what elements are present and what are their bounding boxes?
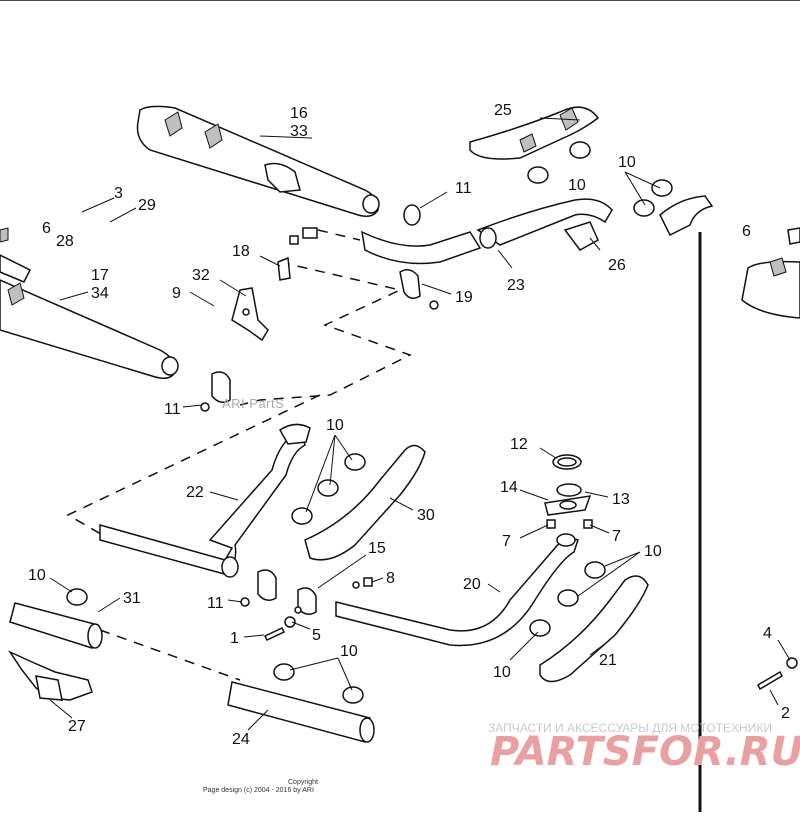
callout-9: 9	[172, 285, 181, 302]
callout-10: 10	[644, 543, 662, 560]
callout-10: 10	[326, 417, 344, 434]
copyright-text: Copyright	[288, 779, 318, 786]
callout-29: 29	[138, 197, 156, 214]
assembly-dash-lower	[99, 629, 241, 681]
bracket-32	[231, 287, 269, 342]
heat-shield-30	[304, 444, 426, 561]
heat-shield-21	[539, 575, 649, 683]
assembly-dash-middle	[66, 394, 321, 546]
ari-watermark: ARI PartS	[222, 396, 284, 411]
flange-14	[544, 495, 592, 516]
page-design-text: Page design (c) 2004 - 2016 by ARI	[203, 787, 314, 794]
callout-18: 18	[232, 243, 250, 260]
leader-lines	[49, 117, 791, 731]
nuts-top	[289, 227, 318, 245]
gasket-13	[556, 483, 582, 497]
clamp-15	[294, 587, 317, 615]
muffler-upper	[136, 105, 380, 217]
callout-13: 13	[612, 491, 630, 508]
callout-16: 16	[290, 105, 308, 122]
callout-10: 10	[493, 664, 511, 681]
assembly-dash-upper	[239, 261, 412, 406]
assembly-dash-top	[317, 229, 361, 241]
bracket-18	[277, 256, 291, 281]
callout-6: 6	[42, 220, 51, 237]
shop-tagline-watermark: ЗАПЧАСТИ И АКСЕССУАРЫ ДЛЯ МОТОТЕХНИКИ	[488, 721, 772, 735]
callout-19: 19	[455, 289, 473, 306]
callout-17: 17	[91, 267, 109, 284]
callout-26: 26	[608, 257, 626, 274]
callout-7: 7	[502, 533, 511, 550]
callout-33: 33	[290, 123, 308, 140]
right-edge-bolt	[757, 657, 798, 691]
callout-3: 3	[114, 185, 123, 202]
callout-11: 11	[164, 401, 181, 418]
callout-27: 27	[68, 718, 86, 735]
callout-20: 20	[463, 576, 481, 593]
callout-30: 30	[417, 507, 435, 524]
callout-6: 6	[742, 223, 751, 240]
callout-21: 21	[599, 652, 617, 669]
callout-2: 2	[781, 705, 790, 722]
callout-23: 23	[507, 277, 525, 294]
callout-32: 32	[192, 267, 210, 284]
pipe-24	[227, 681, 375, 743]
callout-14: 14	[500, 479, 518, 496]
callout-10: 10	[28, 567, 46, 584]
muffler-lower	[0, 279, 179, 379]
gasket-12	[552, 454, 582, 470]
right-edge-muffler	[741, 227, 800, 319]
callout-labels: 16 33 25 10 10 3 29 6 28 11 18 26 32 17 …	[28, 102, 790, 748]
callout-34: 34	[91, 285, 109, 302]
callout-15: 15	[368, 540, 386, 557]
nuts-7	[546, 519, 593, 529]
pipe-22	[99, 423, 311, 578]
hose-clamps-10	[66, 141, 673, 704]
clamp-11-mid	[200, 371, 231, 412]
callout-7: 7	[612, 528, 621, 545]
bolt-8	[352, 577, 373, 589]
callout-25: 25	[494, 102, 512, 119]
callout-31: 31	[123, 590, 141, 607]
pipe-31	[9, 602, 103, 649]
callout-12: 12	[510, 436, 528, 453]
callout-11: 11	[207, 595, 224, 612]
callout-1: 1	[230, 630, 239, 647]
bolt-1	[263, 616, 296, 641]
bracket-27	[7, 650, 93, 701]
callout-8: 8	[386, 570, 395, 587]
callout-10: 10	[568, 177, 586, 194]
pipe-elbow-26	[563, 195, 714, 251]
clamp-11-lower	[240, 569, 277, 607]
callout-10: 10	[618, 154, 636, 171]
shop-brand-watermark: PARTSFOR.RU	[490, 729, 800, 775]
clamp-19	[399, 269, 439, 310]
callout-28: 28	[56, 233, 74, 250]
bracket-28	[0, 227, 32, 283]
callout-24: 24	[232, 731, 250, 748]
clamp-11-top	[403, 204, 421, 226]
callout-5: 5	[312, 627, 321, 644]
pipe-elbow-23	[361, 198, 613, 265]
pipe-20	[335, 533, 579, 647]
callout-10: 10	[340, 643, 358, 660]
callout-11: 11	[455, 180, 472, 197]
callout-4: 4	[763, 625, 772, 642]
callout-22: 22	[186, 484, 204, 501]
